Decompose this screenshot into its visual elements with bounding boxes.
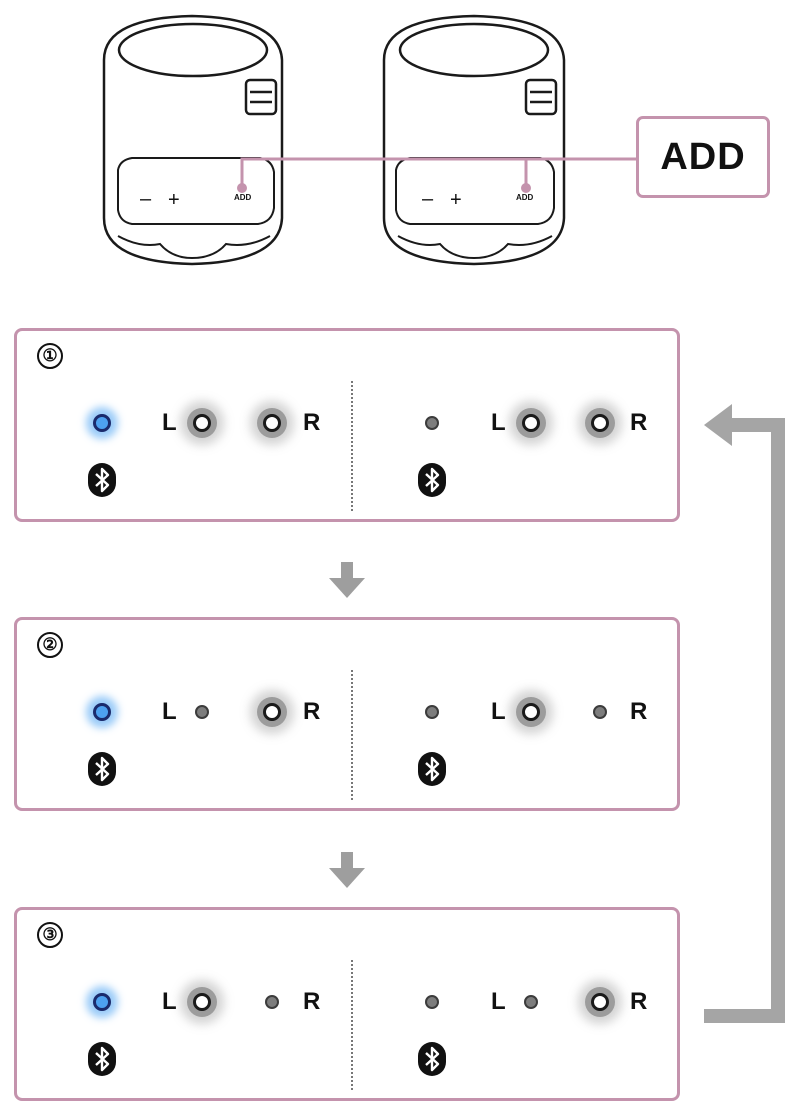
left-channel-led (524, 995, 538, 1009)
left-channel-label: L (162, 698, 177, 725)
left-channel-label: L (491, 988, 506, 1015)
right-channel-label: R (630, 698, 648, 725)
right-channel-led (591, 414, 609, 432)
left-channel-led (195, 705, 209, 719)
add-callout: ADD (636, 116, 770, 198)
right-speaker-drawing: – + ADD (382, 14, 566, 266)
step-panel: ② L R L R (14, 617, 680, 811)
right-channel-label: R (630, 988, 648, 1015)
right-channel-label: R (630, 409, 648, 436)
left-channel-led (193, 993, 211, 1011)
svg-text:–: – (140, 188, 152, 210)
bluetooth-status-led (93, 993, 111, 1011)
speaker-divider (351, 960, 353, 1090)
right-channel-led (263, 703, 281, 721)
bluetooth-icon (88, 1042, 116, 1076)
bluetooth-icon (418, 752, 446, 786)
bluetooth-status-led (425, 705, 439, 719)
speaker-divider (351, 381, 353, 511)
bluetooth-icon (88, 463, 116, 497)
bluetooth-icon (418, 1042, 446, 1076)
left-channel-label: L (491, 409, 506, 436)
callout-connector (237, 157, 636, 193)
step-panel: ③ L R L R (14, 907, 680, 1101)
bluetooth-status-led (93, 703, 111, 721)
step-number: ① (37, 343, 63, 369)
down-arrow-icon (329, 562, 365, 598)
svg-text:+: + (168, 189, 180, 211)
speaker-add-label: ADD (234, 193, 252, 202)
bluetooth-status-led (425, 416, 439, 430)
left-channel-label: L (491, 698, 506, 725)
left-channel-label: L (162, 409, 177, 436)
speaker-divider (351, 670, 353, 800)
right-channel-led (265, 995, 279, 1009)
right-channel-label: R (303, 988, 321, 1015)
step-panel: ① L R L R (14, 328, 680, 522)
left-speaker-drawing: – + ADD (102, 14, 284, 266)
svg-text:–: – (422, 188, 434, 210)
bluetooth-status-led (93, 414, 111, 432)
step-number: ③ (37, 922, 63, 948)
bluetooth-status-led (425, 995, 439, 1009)
svg-text:+: + (450, 189, 462, 211)
step-number: ② (37, 632, 63, 658)
right-channel-label: R (303, 698, 321, 725)
down-arrow-icon (329, 852, 365, 888)
right-channel-led (593, 705, 607, 719)
bluetooth-icon (418, 463, 446, 497)
bluetooth-icon (88, 752, 116, 786)
speaker-add-label: ADD (516, 193, 534, 202)
left-channel-led (522, 703, 540, 721)
right-channel-led (263, 414, 281, 432)
left-channel-led (193, 414, 211, 432)
right-channel-led (591, 993, 609, 1011)
right-channel-label: R (303, 409, 321, 436)
left-channel-label: L (162, 988, 177, 1015)
speaker-illustration: – + ADD – + ADD (102, 14, 636, 266)
left-channel-led (522, 414, 540, 432)
